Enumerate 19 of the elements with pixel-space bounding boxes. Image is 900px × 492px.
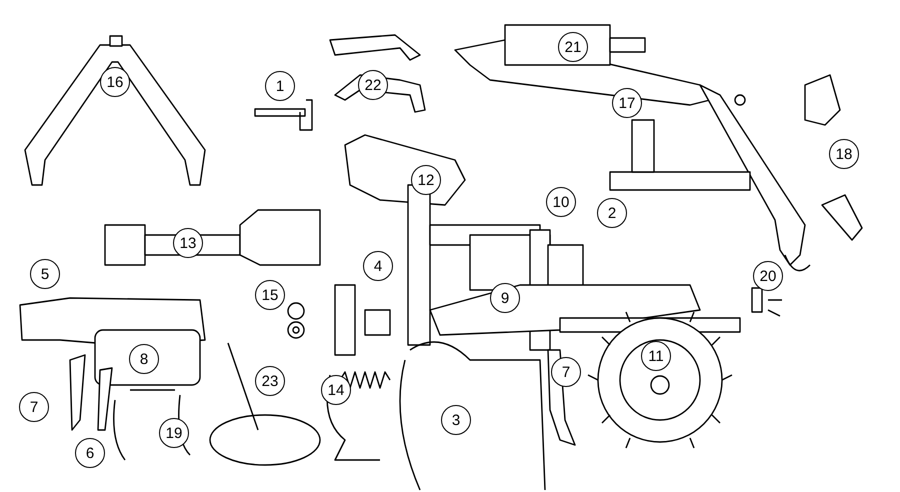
callout-number: 6 <box>75 438 105 468</box>
callout-number: 17 <box>612 88 642 118</box>
callout-number: 4 <box>363 251 393 281</box>
callout-number: 7 <box>551 357 581 387</box>
callout-number: 16 <box>100 67 130 97</box>
callout-number: 10 <box>546 187 576 217</box>
callout-number: 13 <box>173 228 203 258</box>
callout-number: 15 <box>255 280 285 310</box>
callout-number: 19 <box>159 418 189 448</box>
callout-number: 20 <box>753 261 783 291</box>
callout-number: 7 <box>19 392 49 422</box>
callout-number: 18 <box>829 139 859 169</box>
callout-number: 1 <box>265 71 295 101</box>
callout-number: 22 <box>358 70 388 100</box>
callout-number: 3 <box>441 405 471 435</box>
callout-number: 14 <box>321 375 351 405</box>
callout-number: 2 <box>597 198 627 228</box>
callout-number: 5 <box>30 259 60 289</box>
callout-number: 23 <box>255 366 285 396</box>
